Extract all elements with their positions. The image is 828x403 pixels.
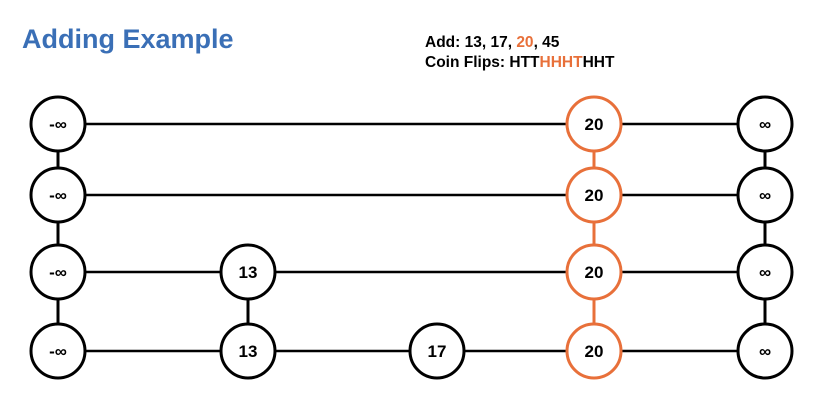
node-label: 20 bbox=[585, 115, 604, 134]
node-label: ∞ bbox=[759, 342, 771, 361]
node-20-level-3: 20 bbox=[565, 95, 623, 153]
node-circle bbox=[736, 322, 794, 380]
node-label: 13 bbox=[239, 342, 258, 361]
node-neg-inf-level-0: -∞ bbox=[29, 322, 87, 380]
node-circle bbox=[736, 166, 794, 224]
coin-flips-prefix: Coin Flips: HTT bbox=[425, 54, 540, 71]
node-label: 20 bbox=[585, 186, 604, 205]
node-circle bbox=[29, 95, 87, 153]
add-line-highlight: 20 bbox=[516, 34, 534, 51]
vertical-links bbox=[56, 151, 767, 324]
add-line: Add: 13, 17, 20, 45 bbox=[425, 33, 614, 53]
node-17-level-0: 17 bbox=[408, 322, 466, 380]
node-label: 20 bbox=[585, 263, 604, 282]
node-label: -∞ bbox=[49, 186, 67, 205]
node-label: 13 bbox=[239, 263, 258, 282]
node-pos-inf-level-1: ∞ bbox=[736, 243, 794, 301]
node-label: 20 bbox=[585, 342, 604, 361]
node-pos-inf-level-2: ∞ bbox=[736, 166, 794, 224]
node-pos-inf-level-0: ∞ bbox=[736, 322, 794, 380]
coin-flips-suffix: HHT bbox=[582, 54, 615, 71]
node-label: -∞ bbox=[49, 263, 67, 282]
node-neg-inf-level-2: -∞ bbox=[29, 166, 87, 224]
node-label: -∞ bbox=[49, 342, 67, 361]
node-13-level-0: 13 bbox=[219, 322, 277, 380]
node-circle bbox=[565, 322, 623, 380]
node-label: ∞ bbox=[759, 263, 771, 282]
operation-info: Add: 13, 17, 20, 45 Coin Flips: HTTHHHTH… bbox=[425, 33, 614, 73]
node-circle bbox=[29, 166, 87, 224]
node-label: -∞ bbox=[49, 115, 67, 134]
node-circle bbox=[219, 322, 277, 380]
node-pos-inf-level-3: ∞ bbox=[736, 95, 794, 153]
node-20-level-0: 20 bbox=[565, 322, 623, 380]
add-line-suffix: , 45 bbox=[533, 34, 560, 51]
node-20-level-1: 20 bbox=[565, 243, 623, 301]
coin-flips-highlight: HHHT bbox=[539, 54, 583, 71]
horizontal-links bbox=[85, 122, 738, 353]
nodes: -∞ 20 ∞ -∞ 20 ∞ -∞ 13 20 ∞ -∞ 13 17 20 ∞ bbox=[29, 95, 794, 380]
node-circle bbox=[29, 322, 87, 380]
node-circle bbox=[565, 166, 623, 224]
add-line-prefix: Add: 13, 17, bbox=[425, 34, 517, 51]
node-neg-inf-level-3: -∞ bbox=[29, 95, 87, 153]
node-20-level-2: 20 bbox=[565, 166, 623, 224]
node-circle bbox=[565, 243, 623, 301]
node-label: 17 bbox=[428, 342, 447, 361]
coin-flips-line: Coin Flips: HTTHHHTHHT bbox=[425, 53, 614, 73]
node-label: ∞ bbox=[759, 115, 771, 134]
node-circle bbox=[736, 243, 794, 301]
node-circle bbox=[408, 322, 466, 380]
node-neg-inf-level-1: -∞ bbox=[29, 243, 87, 301]
node-13-level-1: 13 bbox=[219, 243, 277, 301]
node-circle bbox=[219, 243, 277, 301]
page-title: Adding Example bbox=[22, 24, 234, 54]
node-circle bbox=[736, 95, 794, 153]
node-circle bbox=[565, 95, 623, 153]
node-circle bbox=[29, 243, 87, 301]
node-label: ∞ bbox=[759, 186, 771, 205]
